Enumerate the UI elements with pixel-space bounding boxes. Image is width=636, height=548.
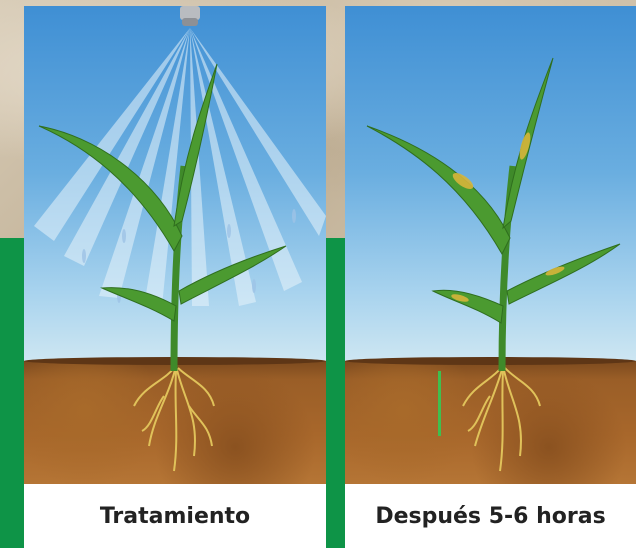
after-hours-caption: Después 5-6 horas [345,484,636,548]
treatment-illustration [34,6,326,472]
plant-roots [462,365,541,472]
plant-leaves [38,63,287,322]
after-hours-panel [345,6,636,484]
chlorosis-spots [451,132,565,302]
plant-roots [133,365,215,472]
plant-leaves [366,57,621,324]
spray-nozzle-icon [180,6,200,26]
translocation-marker [438,371,441,436]
treatment-caption: Tratamiento [24,484,326,548]
after-illustration [366,57,621,472]
spray-cone [34,28,326,306]
treatment-panel [24,6,326,484]
soil-layer [345,357,636,484]
